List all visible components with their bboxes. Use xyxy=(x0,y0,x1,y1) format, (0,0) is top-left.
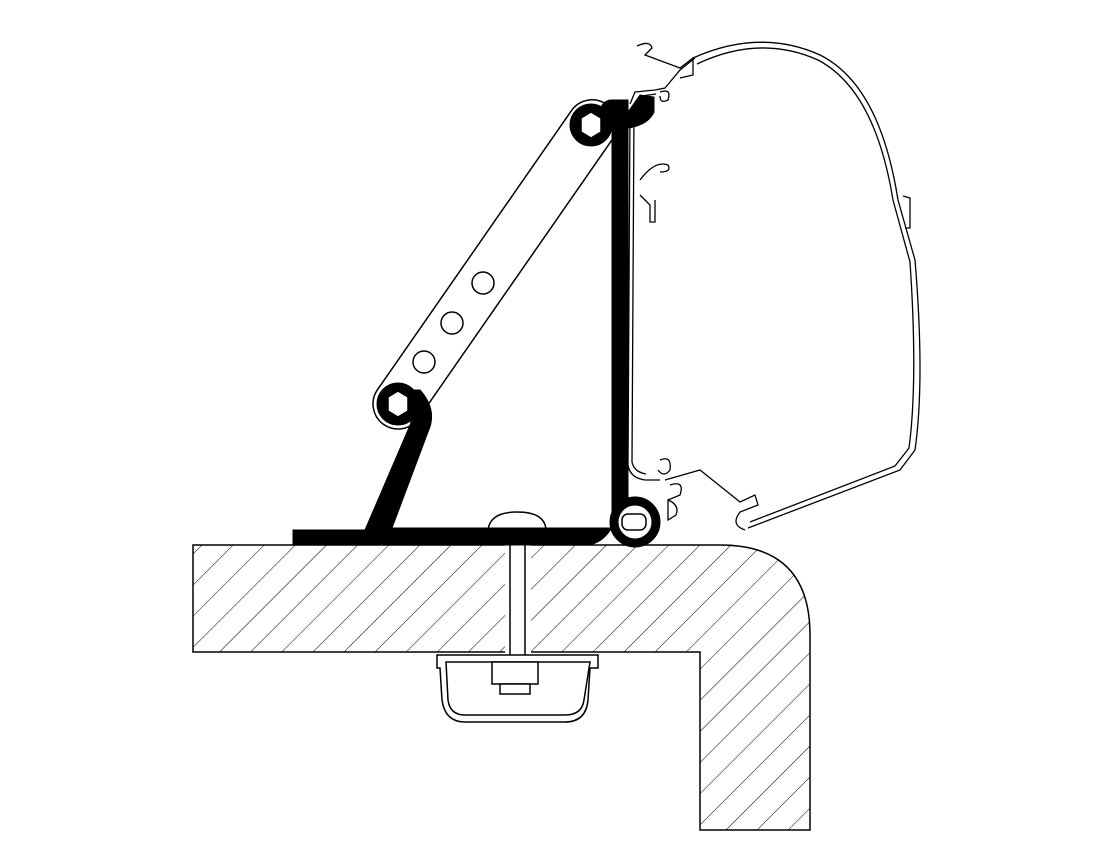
adjustable-arm xyxy=(372,99,618,430)
roof-wall-section xyxy=(192,544,811,831)
bolt-head-upper xyxy=(580,111,602,139)
arm-hole xyxy=(440,311,464,335)
awning-rail-profile xyxy=(627,42,759,531)
mounting-bracket xyxy=(292,94,661,548)
through-bolt xyxy=(487,511,547,689)
backing-plate xyxy=(436,654,599,723)
bolt-head-lower xyxy=(387,390,409,418)
arm-hole xyxy=(471,271,495,295)
arm-hole xyxy=(412,350,436,374)
awning-housing xyxy=(692,41,921,529)
